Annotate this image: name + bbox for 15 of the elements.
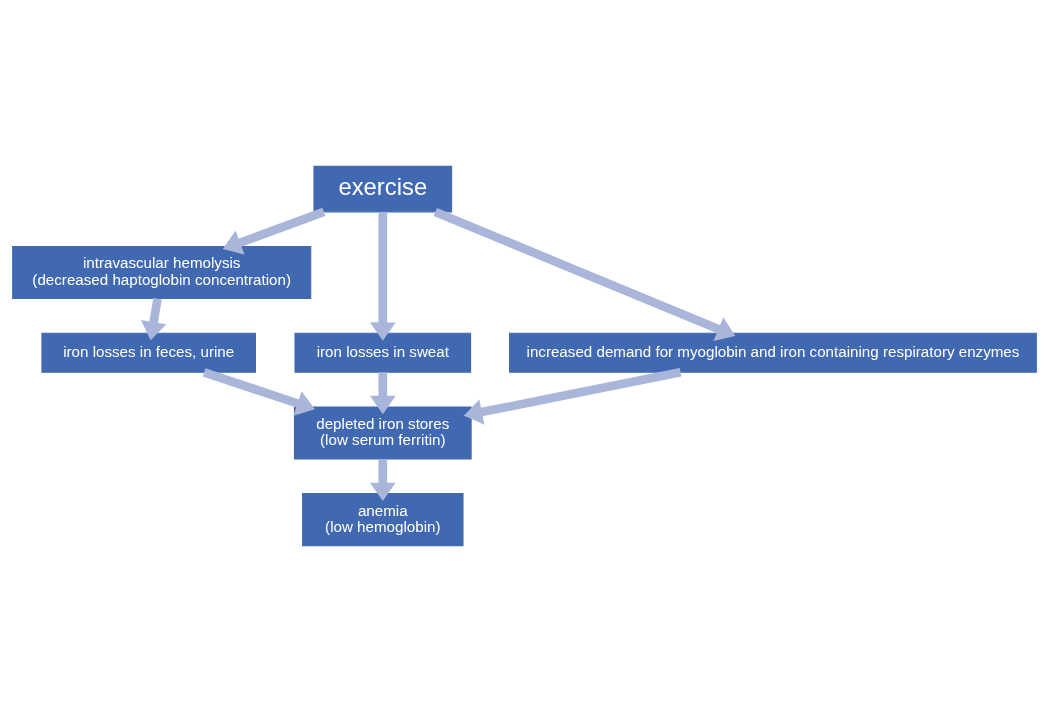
arrow (369, 458, 396, 501)
node-box: intravascular hemolysis (decreased haptoglobin concentration) (12, 245, 312, 299)
arrow (369, 371, 396, 414)
node-box: iron losses in feces, urine (41, 332, 256, 373)
arrow (463, 367, 682, 425)
node-box: anemia (low hemoglobin) (302, 492, 464, 546)
node-box: exercise (313, 165, 453, 212)
arrow (222, 207, 326, 255)
arrow (369, 211, 396, 341)
node-box: iron losses in sweat (294, 332, 472, 373)
arrow (202, 367, 315, 416)
node-box: increased demand for myoglobin and iron containing respiratory enzymes (509, 332, 1037, 373)
arrow (140, 297, 167, 340)
arrow (433, 207, 736, 341)
node-box: depleted iron stores (low serum ferritin) (293, 405, 472, 459)
